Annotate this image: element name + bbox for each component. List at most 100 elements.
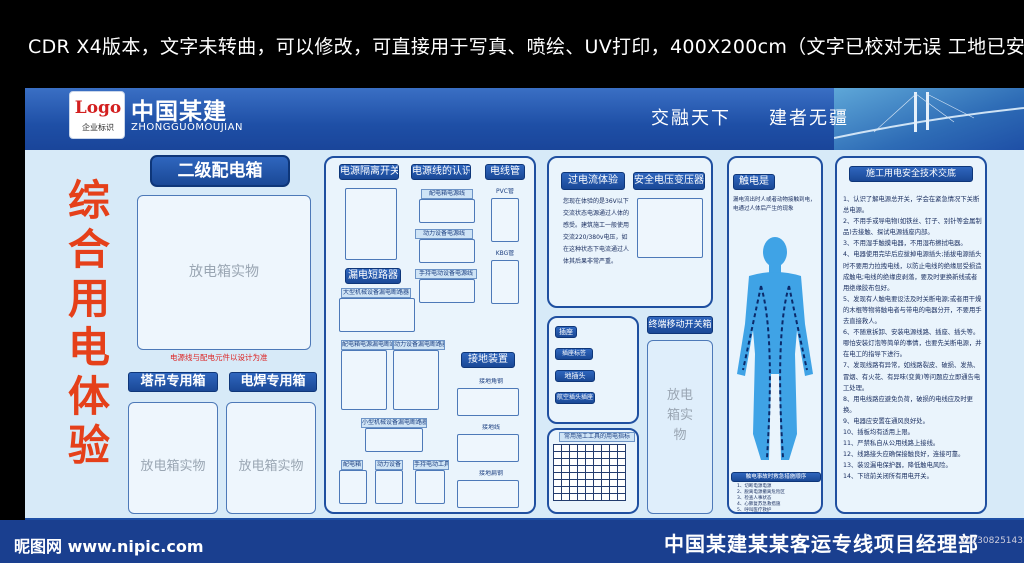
tower-crane-placeholder: 放电箱实物	[140, 459, 206, 474]
wire-box	[419, 199, 475, 223]
side-title-char: 验	[67, 421, 110, 470]
tool-power-title: 常用施工工具的用电指标	[559, 432, 635, 442]
human-body-figure	[737, 237, 813, 460]
isolation-box	[345, 188, 397, 260]
company-name-cn: 中国某建	[131, 99, 227, 125]
side-title-char: 用	[67, 274, 110, 323]
tower-crane-box	[128, 402, 218, 514]
plug-label: 插座	[555, 326, 577, 338]
breaker-box	[365, 428, 423, 452]
level2-placeholder: 放电箱实物	[189, 264, 259, 280]
tool-power-table	[553, 444, 626, 501]
side-title-char: 电	[67, 323, 110, 372]
level2-title: 二级配电箱	[150, 155, 290, 187]
logo-subtext: 企业标识	[82, 123, 114, 132]
breaker-item: 小型机械设备漏电断路器	[361, 418, 427, 428]
footer-bar	[0, 520, 1024, 563]
slogan-2: 建者无疆	[769, 108, 849, 129]
watermark-id: 20230825143369	[960, 536, 1024, 546]
conduit-box	[491, 198, 519, 242]
breaker-box	[339, 298, 415, 332]
side-title-char: 体	[67, 372, 110, 421]
display-board: Logo 企业标识 中国某建 ZHONGGUOMOUJIAN 交融天下 建者无疆…	[25, 88, 1024, 536]
grounding-item: 接地线	[481, 424, 500, 431]
breaker-title: 漏电短路器	[345, 268, 401, 284]
wire-box	[419, 279, 475, 303]
plug-label: 航空插头插座	[555, 392, 595, 404]
slogan-1: 交融天下	[651, 108, 731, 129]
breaker-box	[393, 350, 439, 410]
conduit-box	[491, 260, 519, 304]
top-banner-text: CDR X4版本，文字未转曲，可以修改，可直接用于写真、喷绘、UV打印，400X…	[0, 0, 1024, 88]
electrocution-title: 触电是	[733, 174, 775, 190]
technical-item: 13、装设漏电保护器，降低触电风险。	[843, 462, 952, 470]
technical-item: 7、发现线路有异常，如线路裂皮、破损、发热、冒烟、有火花、有异味(变黄)等问题应…	[843, 362, 981, 392]
logo-text: Logo	[74, 98, 122, 118]
technical-item: 3、不用湿手触摸电器，不用湿布擦拭电器。	[843, 240, 967, 248]
isolation-title: 电源隔离开关	[339, 164, 399, 180]
rescue-list: 1、切断电源电源 2、脱离电源撤离危险区 3、检查人事状态 4、心肺复苏急救措施…	[737, 484, 819, 514]
grounding-item: 接地扁钢	[478, 470, 503, 477]
overcurrent-title: 过电流体验	[561, 172, 625, 190]
watermark-site: 昵图网 www.nipic.com	[14, 537, 204, 556]
breaker-bottom-item: 手持电动工具	[413, 460, 449, 470]
technical-item: 10、插板均有适用上限。	[843, 428, 914, 436]
safety-voltage-title: 安全电压变压器	[633, 172, 705, 190]
mobile-switch-title: 终端移动开关箱	[647, 316, 713, 334]
wire-item: 动力设备电源线	[415, 229, 473, 239]
side-title-char: 合	[67, 225, 110, 274]
side-title-char: 综	[67, 176, 110, 225]
technical-item: 6、不随意拆卸、安装电源线路、插座、插头等。哪怕安装灯泡等简单的事情，也要先关断…	[843, 329, 982, 359]
overcurrent-text: 您现在体验的是36V以下交流状态电源通过人体的感受。建筑施工一般使用交流220/…	[563, 198, 630, 265]
technical-item: 5、发现有人触电要设法及时关断电源;或者用干燥的木棍等物将触电者与带电的电器分开…	[843, 295, 982, 326]
grounding-title: 接地装置	[461, 352, 515, 368]
welding-title: 电焊专用箱	[229, 372, 317, 392]
tower-crane-title: 塔吊专用箱	[128, 372, 218, 392]
conduit-item: PVC管	[496, 188, 514, 195]
mobile-switch-box	[647, 340, 713, 514]
conduit-item: KBG管	[495, 250, 515, 257]
technical-item: 2、不用手或导电物(如铁丝、钉子、别针等金属制品)去接触、探试电源插座内部。	[843, 218, 982, 237]
breaker-item: 配电箱电源漏电断路器	[341, 340, 393, 350]
technical-item: 14、下班前关闭所有用电开关。	[843, 473, 933, 481]
technical-item: 12、线路接头应确保接触良好，连接可靠。	[843, 451, 965, 459]
wire-item: 手持电动设备电源线	[415, 269, 477, 279]
breaker-item: 大型机械设备漏电断路器	[341, 288, 411, 298]
rescue-item: 4、心肺复苏急救措施	[737, 502, 781, 507]
grounding-item: 接地角钢	[478, 378, 503, 385]
transformer-box	[637, 198, 703, 258]
rescue-item: 5、呼叫医疗救护	[737, 508, 772, 513]
grounding-box	[457, 434, 519, 462]
wire-box	[419, 239, 475, 263]
company-name-en: ZHONGGUOMOUJIAN	[131, 122, 243, 133]
technical-item: 1、认识了解电源总开关，学会在紧急情况下关断总电源。	[843, 196, 980, 215]
breaker-bottom-item: 配电箱	[341, 460, 363, 470]
electrocution-text: 漏电流出时人或者动物接触到电，电通过人体后产生的现象	[733, 197, 816, 212]
plug-label: 插座标签	[555, 348, 593, 360]
plug-label: 地插头	[555, 370, 595, 382]
breaker-bottom-item: 动力设备	[375, 460, 403, 470]
bridge-image	[834, 88, 1024, 150]
company-logo: Logo 企业标识	[69, 91, 125, 139]
wire-item: 配电箱电源线	[421, 189, 473, 199]
technical-item: 8、用电线路应避免负荷，破损的电线应及时更换。	[843, 395, 973, 414]
wire-id-title: 电源线的认识	[411, 164, 471, 180]
technical-item: 4、电器使用完毕后应拔掉电源插头;插拔电源插头时不要用力拉拽电线，以防止电线的绝…	[843, 251, 982, 292]
mobile-switch-placeholder: 放电箱实物	[667, 388, 694, 443]
breaker-bottom-box	[375, 470, 403, 504]
grounding-box	[457, 388, 519, 416]
level2-box	[137, 195, 311, 350]
technical-title: 施工用电安全技术交底	[849, 166, 973, 182]
breaker-bottom-box	[415, 470, 445, 504]
conduit-title: 电线管	[485, 164, 525, 180]
breaker-box	[341, 350, 387, 410]
breaker-bottom-box	[339, 470, 367, 504]
welding-placeholder: 放电箱实物	[238, 459, 304, 474]
welding-box	[226, 402, 316, 514]
footer-department: 中国某建某某客运专线项目经理部	[664, 532, 979, 556]
breaker-item: 动力设备漏电断路器	[393, 340, 445, 350]
grounding-box	[457, 480, 519, 508]
rescue-item: 2、脱离电源撤离危险区	[737, 490, 785, 495]
rescue-item: 3、检查人事状态	[737, 496, 772, 501]
technical-item: 9、电器应安置在通风良好处。	[843, 417, 929, 425]
